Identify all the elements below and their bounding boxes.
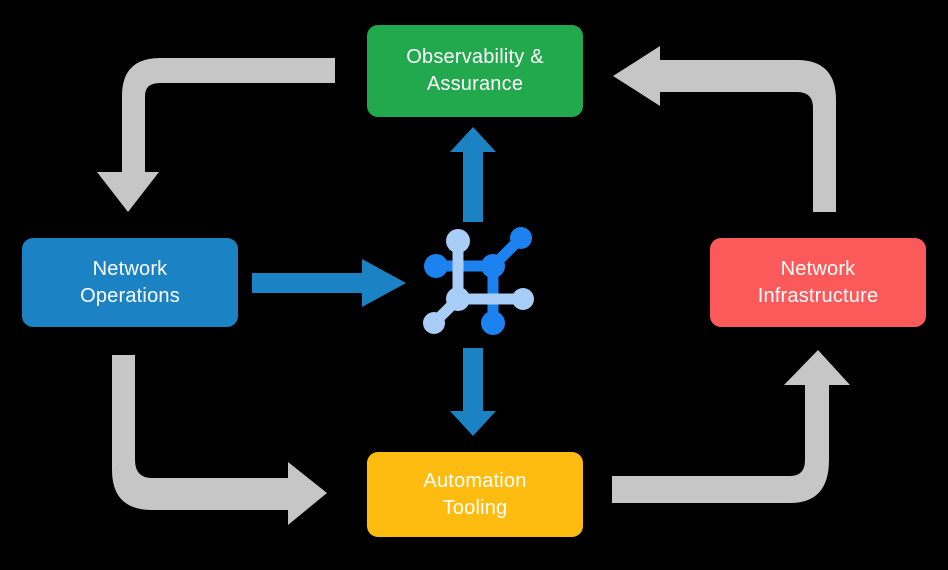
blue-arrow-operations-to-center (252, 259, 406, 307)
gray-arrow-observability-to-operations (97, 58, 335, 212)
node-automation-tooling[interactable]: Automation Tooling (367, 452, 583, 537)
gray-arrow-operations-to-automation (112, 355, 327, 525)
node-observability-label: Observability & Assurance (406, 46, 544, 95)
node-observability-assurance[interactable]: Observability & Assurance (367, 25, 583, 117)
node-network-infrastructure-label: Network Infrastructure (757, 257, 879, 307)
network-icon-nodes (423, 227, 534, 335)
node-network-infrastructure[interactable]: Network Infrastructure (710, 238, 926, 327)
blue-arrow-center-to-automation (450, 348, 496, 436)
node-network-operations[interactable]: Network Operations (22, 238, 238, 327)
gray-arrow-infrastructure-to-observability (613, 46, 836, 212)
gray-arrow-automation-to-infrastructure (612, 350, 850, 503)
node-network-operations-label: Network Operations (80, 257, 180, 307)
blue-arrow-center-to-observability (450, 127, 496, 222)
node-automation-tooling-label: Automation Tooling (423, 469, 527, 519)
network-icon-links (430, 234, 527, 328)
